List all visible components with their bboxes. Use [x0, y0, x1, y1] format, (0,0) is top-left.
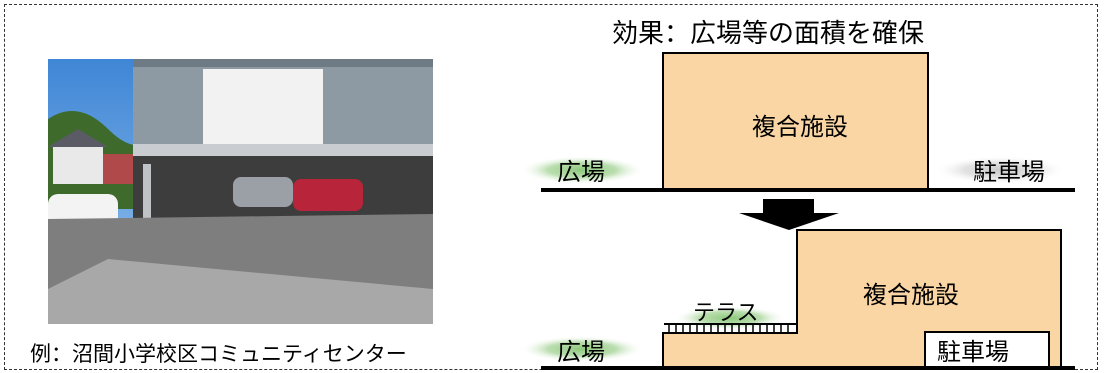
diagram-title: 効果：広場等の面積を確保: [612, 19, 924, 49]
top-building: [662, 52, 929, 190]
terrace-railing-posts: [668, 324, 789, 333]
top-plaza-glow: [520, 156, 644, 184]
bottom-plaza-glow: [520, 336, 644, 362]
top-building-label: 複合施設: [752, 113, 848, 141]
terrace-label: テラス: [693, 301, 759, 326]
top-parking-label: 駐車場: [973, 158, 1045, 186]
photo-caption: 例：沼間小学校区コミュニティセンター: [30, 342, 407, 366]
top-plaza-label: 広場: [557, 158, 605, 186]
building-photo: [48, 59, 433, 324]
bottom-plaza-label: 広場: [557, 338, 605, 366]
bottom-parking-label: 駐車場: [937, 338, 1009, 366]
top-ground-line: [541, 188, 1075, 192]
top-parking-glow: [934, 156, 1066, 184]
photo-illustration: [48, 59, 433, 324]
bottom-parking-box: [924, 331, 1050, 368]
bottom-ground-line: [541, 366, 1075, 370]
bottom-building-label: 複合施設: [863, 281, 959, 309]
down-arrow-icon: [739, 199, 839, 230]
